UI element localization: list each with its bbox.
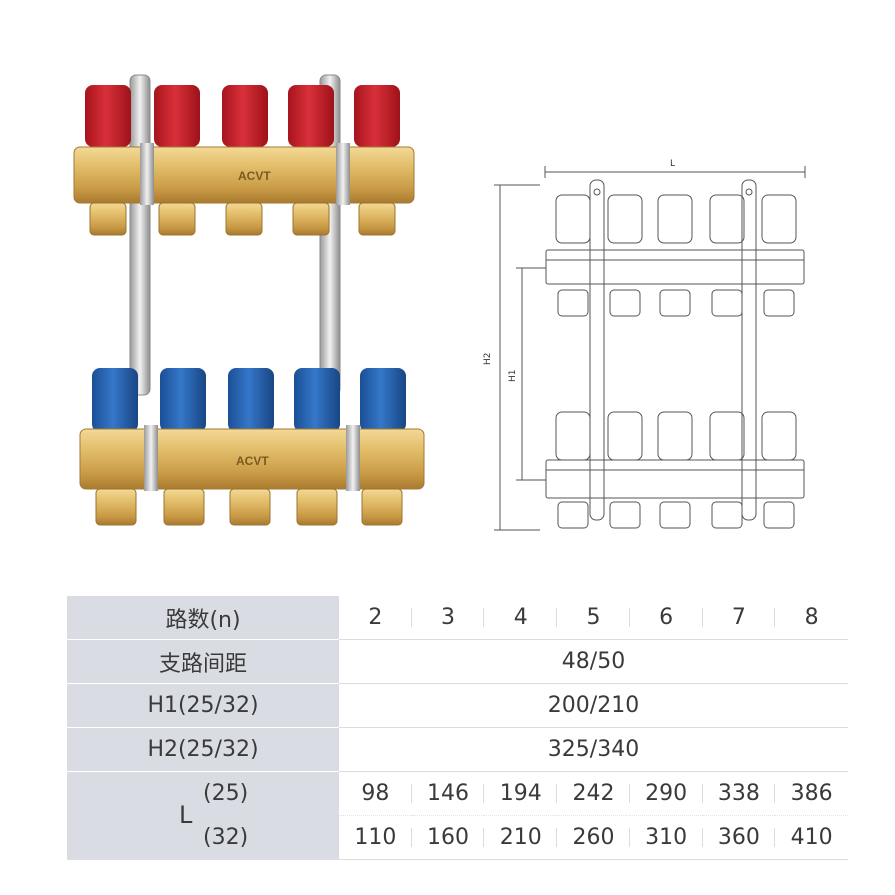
l25-cell: 98 <box>339 771 412 816</box>
brand-logo-upper: ACVT <box>238 169 271 183</box>
dimension-label-h2: H2 <box>483 353 493 366</box>
brand-logo-lower: ACVT <box>236 454 269 468</box>
l32-cell: 160 <box>411 815 485 860</box>
l25-cell: 290 <box>629 771 703 816</box>
header-h2: H2(25/32) <box>67 727 339 772</box>
circuit-cell: 5 <box>557 596 630 640</box>
circuit-cell: 3 <box>411 596 485 640</box>
bracket-left <box>129 74 151 396</box>
l25-cell: 338 <box>702 771 776 816</box>
row-l-25: L (25) (32) 98 146 194 242 290 338 386 <box>67 771 848 860</box>
row-spacing: 支路间距 48/50 <box>67 639 848 684</box>
spec-table: 路数(n) 2 3 4 5 6 7 8 支路间距 48/50 H1(25/32)… <box>67 596 848 860</box>
l25-cell: 194 <box>484 771 558 816</box>
header-l-letter: L <box>179 800 193 829</box>
drawing-upper-fittings <box>557 289 795 317</box>
dimension-label-h1: H1 <box>508 370 518 383</box>
spacing-value: 48/50 <box>339 639 848 684</box>
circuit-cell: 7 <box>702 596 776 640</box>
product-photo: ACVT ACVT <box>73 74 425 526</box>
circuit-cell: 4 <box>484 596 558 640</box>
header-spacing: 支路间距 <box>67 639 339 684</box>
row-l-32: 110 160 210 260 310 360 410 <box>67 815 848 860</box>
header-l-32: (32) <box>203 824 249 850</box>
drawing-upper-valves <box>555 194 797 244</box>
l32-cell: 360 <box>702 815 776 860</box>
header-l: L (25) (32) <box>67 771 339 860</box>
lower-fittings <box>95 488 403 526</box>
l32-cell: 260 <box>557 815 630 860</box>
h2-value: 325/340 <box>339 727 848 772</box>
h1-value: 200/210 <box>339 683 848 728</box>
row-circuits: 路数(n) 2 3 4 5 6 7 8 <box>67 596 848 640</box>
l32-cell: 110 <box>339 815 412 860</box>
l25-cell: 146 <box>411 771 485 816</box>
drawing-lower-valves <box>555 411 797 461</box>
l25-cell: 242 <box>557 771 630 816</box>
circuit-cell: 2 <box>339 596 412 640</box>
lower-blue-caps <box>92 368 406 432</box>
drawing-lower-bar <box>545 459 805 499</box>
technical-drawing: L H2 H1 <box>483 159 806 531</box>
upper-red-caps <box>85 85 400 147</box>
header-l-25: (25) <box>203 780 249 806</box>
l32-cell: 310 <box>629 815 703 860</box>
l32-cell: 410 <box>775 815 848 860</box>
header-circuits: 路数(n) <box>67 596 339 640</box>
l25-cell: 386 <box>775 771 848 816</box>
l32-cell: 210 <box>484 815 558 860</box>
upper-fittings <box>89 202 396 236</box>
drawing-lower-fittings <box>557 501 795 529</box>
row-h1: H1(25/32) 200/210 <box>67 683 848 728</box>
dimension-label-l: L <box>670 159 675 169</box>
circuit-cell: 8 <box>775 596 848 640</box>
row-h2: H2(25/32) 325/340 <box>67 727 848 772</box>
header-h1: H1(25/32) <box>67 683 339 728</box>
circuit-cell: 6 <box>629 596 703 640</box>
drawing-upper-bar <box>545 249 805 285</box>
